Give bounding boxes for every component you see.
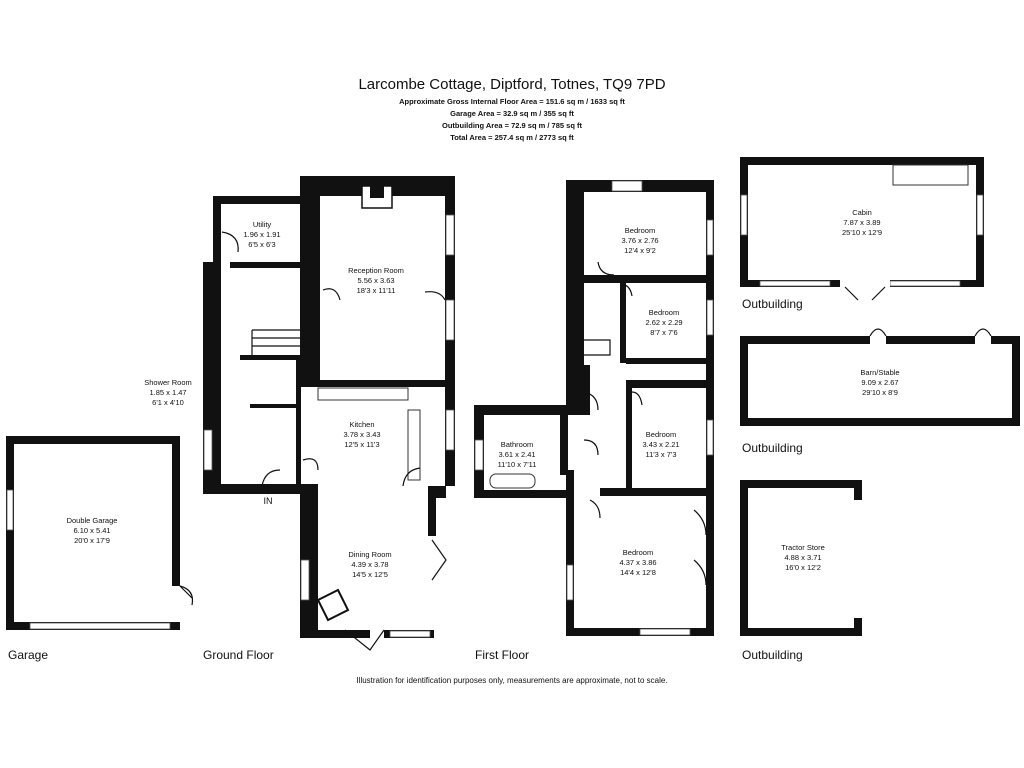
plan-title: Larcombe Cottage, Diptford, Totnes, TQ9 …: [358, 76, 666, 93]
room-cabin: Cabin 7.87 x 3.89 25'10 x 12'9: [842, 208, 882, 237]
room-kitchen: Kitchen 3.78 x 3.43 12'5 x 11'3: [343, 420, 381, 449]
room-shower: Shower Room 1.85 x 1.47 6'1 x 4'10: [144, 378, 192, 407]
total-area: Total Area = 257.4 sq m / 2773 sq ft: [450, 133, 574, 142]
label-outbuilding-cabin: Outbuilding: [742, 297, 803, 311]
tractor-store-plan: [740, 480, 862, 636]
room-dining: Dining Room 4.39 x 3.78 14'5 x 12'5: [348, 550, 392, 579]
ground-floor-plan: [203, 176, 455, 651]
label-outbuilding-tractor: Outbuilding: [742, 648, 803, 662]
label-ground-floor: Ground Floor: [203, 648, 274, 662]
entrance-marker: ↑ IN: [263, 486, 273, 506]
room-bedroom-1: Bedroom 3.76 x 2.76 12'4 x 9'2: [621, 226, 659, 255]
room-double-garage: Double Garage 6.10 x 5.41 20'0 x 17'9: [66, 516, 118, 545]
room-utility: Utility 1.96 x 1.91 6'5 x 6'3: [243, 220, 281, 249]
disclaimer: Illustration for identification purposes…: [356, 676, 668, 685]
label-first-floor: First Floor: [475, 648, 529, 662]
label-outbuilding-barn: Outbuilding: [742, 441, 803, 455]
gross-internal-area: Approximate Gross Internal Floor Area = …: [399, 97, 625, 106]
cabin-plan: [740, 157, 984, 301]
room-bedroom-3: Bedroom 3.43 x 2.21 11'3 x 7'3: [642, 430, 680, 459]
garage-area: Garage Area = 32.9 sq m / 355 sq ft: [450, 109, 574, 118]
room-bathroom: Bathroom 3.61 x 2.41 11'10 x 7'11: [497, 440, 537, 469]
room-bedroom-2: Bedroom 2.62 x 2.29 8'7 x 7'6: [645, 308, 683, 337]
label-garage: Garage: [8, 648, 49, 662]
room-barn-stable: Barn/Stable 9.09 x 2.67 29'10 x 8'9: [860, 368, 900, 397]
room-bedroom-4: Bedroom 4.37 x 3.86 14'4 x 12'8: [619, 548, 657, 577]
entrance-arrow-icon: ↑: [265, 486, 271, 496]
first-floor-plan: [474, 180, 714, 636]
room-reception: Reception Room 5.56 x 3.63 18'3 x 11'11: [348, 266, 404, 295]
barn-plan: [740, 328, 1020, 426]
garage-plan: [6, 436, 194, 630]
outbuilding-area: Outbuilding Area = 72.9 sq m / 785 sq ft: [442, 121, 582, 130]
room-tractor-store: Tractor Store 4.88 x 3.71 16'0 x 12'2: [781, 543, 825, 572]
